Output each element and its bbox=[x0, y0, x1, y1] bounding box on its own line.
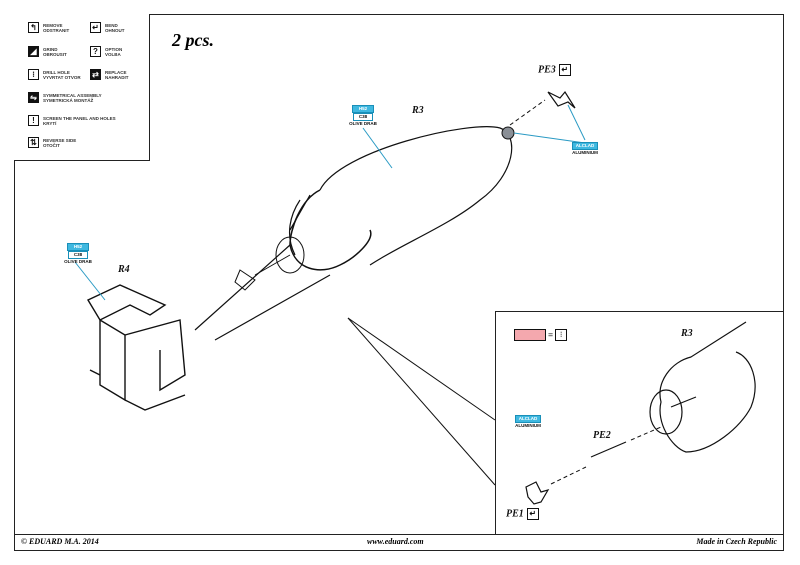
legend-label-en: REVERSE SIDE bbox=[43, 137, 77, 143]
pe3-part bbox=[547, 90, 576, 109]
legend-label-en: DRILL HOLE bbox=[43, 69, 70, 75]
paint-code-2: C38 bbox=[68, 251, 88, 259]
part-label-r3: R3 bbox=[412, 105, 424, 116]
paint-label-aluminium-inset: ALCLAD ALUMINIUM bbox=[508, 415, 548, 428]
callout-lines bbox=[347, 317, 496, 486]
symmetrical-assembly-icon: ⇋ bbox=[28, 92, 39, 103]
footer-bar: © EDUARD M.A. 2014 www.eduard.com Made i… bbox=[14, 535, 784, 551]
screen-panel-icon: ! bbox=[28, 115, 39, 126]
origin-text: Made in Czech Republic bbox=[696, 537, 777, 546]
paint-label-aluminium-top: ALCLAD ALUMINIUM bbox=[565, 142, 605, 155]
website-link[interactable]: www.eduard.com bbox=[367, 537, 424, 546]
paint-code-2: C38 bbox=[353, 113, 373, 121]
legend-label-en: REMOVE bbox=[43, 22, 63, 28]
legend-label-en: SCREEN THE PANEL AND HOLES bbox=[43, 115, 116, 121]
legend-label-cz: NAHRADIT bbox=[105, 74, 129, 80]
legend-label-cz: ODSTRANIT bbox=[43, 27, 70, 33]
equals-sign: = bbox=[548, 330, 554, 340]
inset-drawing bbox=[525, 321, 756, 505]
pe1-text: PE1 bbox=[506, 508, 524, 520]
part-label-pe3: PE3↵ bbox=[538, 64, 571, 76]
replace-icon: ⇄ bbox=[90, 69, 101, 80]
legend-label-cz: KRYTÍ bbox=[43, 120, 57, 126]
paint-code-1: ALCLAD bbox=[515, 415, 541, 423]
page-frame bbox=[14, 14, 784, 535]
legend-label-en: REPLACE bbox=[105, 69, 127, 75]
paint-name: OLIVE DRAB bbox=[64, 259, 92, 264]
bomb-body bbox=[194, 126, 513, 341]
paint-label-olive-drab-main: H52 C38 OLIVE DRAB bbox=[345, 105, 381, 126]
grind-icon: ◢ bbox=[28, 46, 39, 57]
color-key: = ⁝ bbox=[514, 329, 568, 341]
detail-inset: = ⁝ R3 PE2 PE1↵ ALCLAD ALUMINIUM bbox=[495, 311, 784, 535]
legend-label-en: OPTION bbox=[105, 46, 123, 52]
bend-icon: ↵ bbox=[526, 508, 539, 520]
legend-label-en: SYMMETRICAL ASSEMBLY bbox=[43, 92, 102, 98]
legend-label-cz: OBROUSIT bbox=[43, 51, 67, 57]
reverse-side-icon: ⇅ bbox=[28, 137, 39, 148]
legend-label-cz: OHNOUT bbox=[105, 27, 125, 33]
option-icon: ? bbox=[90, 46, 101, 57]
legend-label-en: BEND bbox=[105, 22, 118, 28]
nose-cap bbox=[501, 126, 515, 140]
bend-icon: ↵ bbox=[558, 64, 571, 76]
bend-icon: ↵ bbox=[90, 22, 101, 33]
copyright-text: © EDUARD M.A. 2014 bbox=[21, 537, 99, 546]
paint-name: ALUMINIUM bbox=[515, 423, 541, 428]
quantity-label: 2 pcs. bbox=[172, 30, 214, 50]
paint-label-olive-drab-r4: H52 C38 OLIVE DRAB bbox=[60, 243, 96, 264]
paint-name: OLIVE DRAB bbox=[349, 121, 377, 126]
inset-part-label-r3: R3 bbox=[681, 328, 693, 339]
tail-shaft bbox=[234, 236, 305, 291]
legend-label-en: GRIND bbox=[43, 46, 58, 52]
legend-label-cz: SYMETRICKÁ MONTÁŽ bbox=[43, 97, 94, 103]
paint-code-1: H52 bbox=[352, 105, 374, 113]
part-label-r4: R4 bbox=[118, 264, 130, 275]
paint-code-1: H52 bbox=[67, 243, 89, 251]
inset-part-label-pe2: PE2 bbox=[593, 430, 611, 441]
legend-label-cz: VOLBA bbox=[105, 51, 121, 57]
pink-swatch bbox=[514, 329, 546, 341]
legend-label-cz: VYVRTAT OTVOR bbox=[43, 74, 81, 80]
drill-hole-icon: ⁝ bbox=[555, 329, 568, 341]
tail-fin-r4 bbox=[87, 284, 186, 411]
drill-hole-icon: ⁝ bbox=[28, 69, 39, 80]
inset-part-label-pe1: PE1↵ bbox=[506, 508, 539, 520]
pe3-text: PE3 bbox=[538, 64, 556, 76]
legend-label-cz: OTOČIT bbox=[43, 142, 60, 148]
paint-code-1: ALCLAD bbox=[572, 142, 598, 150]
paint-name: ALUMINIUM bbox=[572, 150, 598, 155]
remove-icon: ↰ bbox=[28, 22, 39, 33]
